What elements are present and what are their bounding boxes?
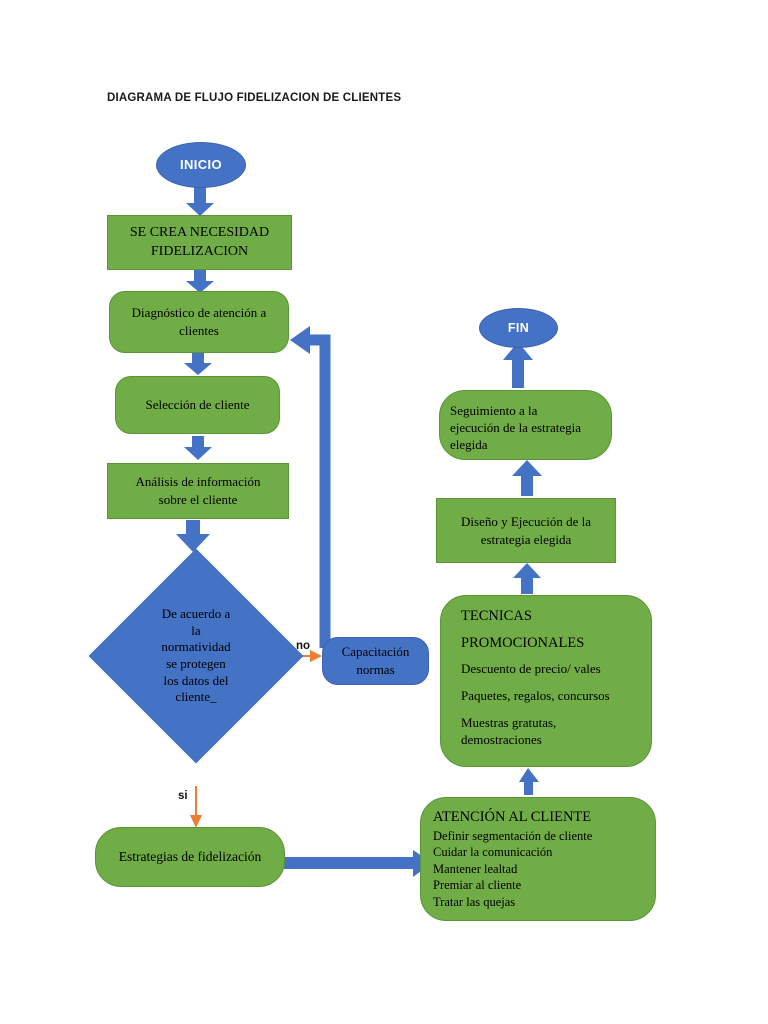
node-diseno-line2: estrategia elegida	[480, 531, 572, 547]
decision-diamond-text: De acuerdo a la normatividad se protegen…	[120, 580, 272, 732]
arrow-seleccion-to-analisis	[184, 436, 212, 460]
node-analisis-line2: sobre el cliente	[158, 492, 238, 507]
node-analisis-informacion[interactable]: Análisis de información sobre el cliente	[107, 463, 289, 519]
node-diseno-line1: Diseño y Ejecución de la	[461, 513, 591, 529]
decision-line-5: los datos del	[163, 672, 229, 688]
node-diagnostico-line1: Diagnóstico de atención a	[131, 305, 267, 321]
node-fin[interactable]: FIN	[479, 308, 558, 348]
atencion-item-3: Mantener lealtad	[433, 861, 518, 876]
edge-label-no: no	[296, 640, 311, 652]
node-capacitacion-line1: Capacitación	[341, 644, 410, 660]
node-diagnostico-atencion[interactable]: Diagnóstico de atención a clientes	[109, 291, 289, 353]
arrow-capacitacion-loopback-to-diagnostico	[290, 326, 331, 648]
node-se-crea-necesidad[interactable]: SE CREA NECESIDAD FIDELIZACION	[107, 215, 292, 270]
node-se-crea-necesidad-line2: FIDELIZACION	[150, 243, 249, 259]
node-capacitacion-line2: normas	[356, 662, 395, 677]
node-estrategias-fidelizacion[interactable]: Estrategias de fidelización	[95, 827, 285, 887]
arrow-atencion-to-tecnicas	[519, 768, 539, 795]
node-analisis-line1: Análisis de información	[135, 474, 261, 490]
node-decision-normatividad[interactable]: De acuerdo a la normatividad se protegen…	[88, 548, 304, 764]
tecnicas-item-2: Paquetes, regalos, concursos	[461, 688, 610, 704]
tecnicas-item-3-line1: Muestras gratutas,	[461, 715, 557, 731]
atencion-item-4: Premiar al cliente	[433, 878, 522, 893]
node-seguimiento-ejecucion[interactable]: Seguimiento a la ejecución de la estrate…	[439, 390, 612, 460]
arrow-diseno-to-seguimiento	[512, 460, 542, 496]
node-diseno-ejecucion[interactable]: Diseño y Ejecución de la estrategia eleg…	[436, 498, 616, 563]
node-diagnostico-line2: clientes	[179, 323, 219, 338]
node-inicio-label: INICIO	[179, 157, 223, 173]
atencion-heading: ATENCIÓN AL CLIENTE	[433, 809, 592, 825]
node-inicio[interactable]: INICIO	[156, 142, 246, 188]
arrow-inicio-to-necesidad	[186, 186, 214, 216]
node-fin-label: FIN	[507, 320, 530, 335]
page-title: DIAGRAMA DE FLUJO FIDELIZACION DE CLIENT…	[107, 92, 402, 104]
decision-line-3: normatividad	[161, 639, 231, 655]
arrow-seguimiento-to-fin	[503, 342, 533, 388]
tecnicas-heading-line1: TECNICAS	[461, 608, 532, 624]
arrow-decision-si-to-estrategias	[190, 786, 202, 828]
arrow-analisis-to-decision	[176, 520, 210, 552]
decision-line-6: cliente_	[175, 689, 217, 705]
node-tecnicas-promocionales[interactable]: TECNICAS PROMOCIONALES Descuento de prec…	[440, 595, 652, 767]
decision-line-2: la	[191, 622, 201, 638]
arrow-diagnostico-to-seleccion	[184, 352, 212, 375]
arrow-necesidad-to-diagnostico	[186, 269, 214, 293]
node-seguimiento-line3: elegida	[450, 436, 488, 452]
arrow-tecnicas-to-diseno	[513, 563, 541, 594]
tecnicas-item-1: Descuento de precio/ vales	[461, 661, 601, 677]
atencion-item-2: Cuidar la comunicación	[433, 845, 553, 860]
decision-line-4: se protegen	[166, 656, 226, 671]
tecnicas-item-3-line2: demostraciones	[461, 732, 542, 748]
node-estrategias-label: Estrategias de fidelización	[118, 848, 262, 864]
node-seguimiento-line1: Seguimiento a la	[450, 403, 538, 418]
edge-label-si: si	[178, 790, 188, 802]
node-capacitacion-normas[interactable]: Capacitación normas	[322, 637, 429, 685]
atencion-item-5: Tratar las quejas	[433, 894, 516, 909]
node-atencion-al-cliente[interactable]: ATENCIÓN AL CLIENTE Definir segmentación…	[420, 797, 656, 921]
node-seleccion-label: Selección de cliente	[145, 397, 250, 413]
atencion-item-1: Definir segmentación de cliente	[433, 828, 593, 843]
arrow-estrategias-to-atencion	[284, 850, 432, 877]
decision-line-1: De acuerdo a	[161, 606, 231, 622]
node-seguimiento-line2: ejecución de la estrategia	[450, 419, 582, 435]
tecnicas-heading-line2: PROMOCIONALES	[461, 634, 585, 651]
node-se-crea-necesidad-line1: SE CREA NECESIDAD	[129, 224, 270, 240]
node-seleccion-cliente[interactable]: Selección de cliente	[115, 376, 280, 434]
